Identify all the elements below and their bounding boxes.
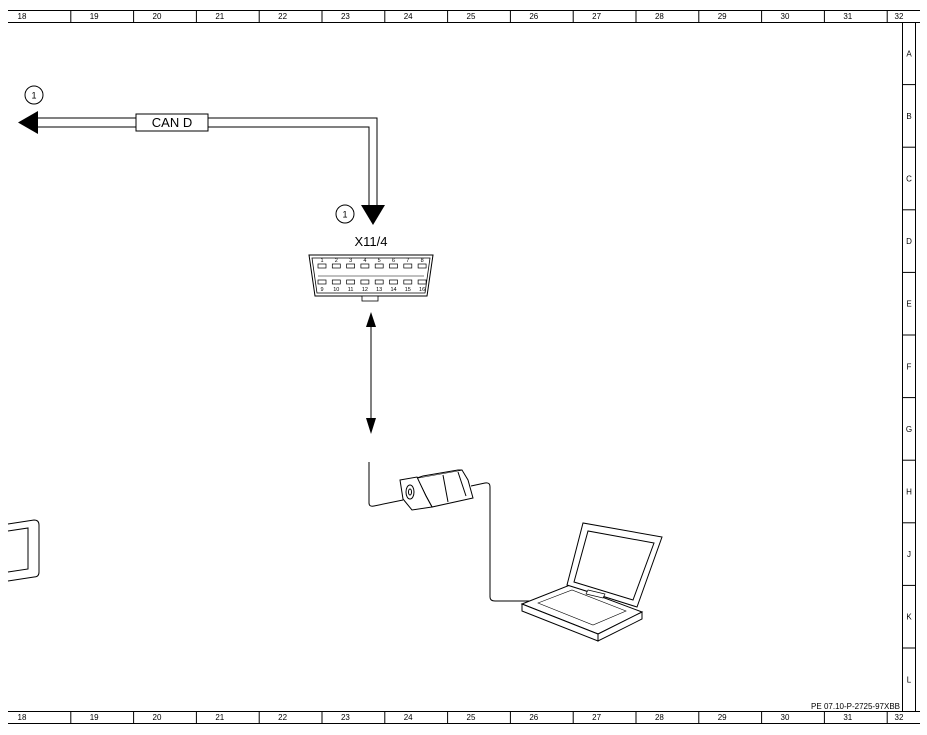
column-label: 20 — [153, 713, 162, 722]
connector-pin — [403, 279, 413, 285]
can-d-bus-line — [38, 117, 378, 205]
diagnostic-cable — [368, 462, 530, 602]
pin-number: 4 — [363, 258, 366, 264]
pin-number: 7 — [406, 258, 409, 264]
column-label: 30 — [781, 12, 790, 21]
connector-pin — [346, 263, 355, 269]
row-label: H — [906, 488, 912, 497]
laptop-icon — [520, 522, 663, 642]
pin-number: 2 — [335, 258, 338, 264]
column-label: 29 — [718, 12, 727, 21]
connector-pin-row-bottom: 9 10 11 12 13 14 15 16 — [317, 279, 427, 293]
pin-number: 11 — [348, 287, 354, 293]
row-label: B — [906, 112, 911, 121]
column-label: 25 — [467, 12, 476, 21]
column-label: 18 — [18, 713, 27, 722]
row-label: A — [906, 49, 912, 58]
column-label: 27 — [592, 12, 601, 21]
pin-number: 16 — [419, 287, 425, 293]
row-label: G — [906, 425, 912, 434]
connector-pin — [374, 263, 384, 269]
top-column-ruler: 18 19 20 21 22 23 24 25 26 27 28 29 30 31 32 — [18, 10, 904, 22]
bidirectional-link — [366, 312, 376, 434]
column-label: 32 — [895, 713, 904, 722]
connector-pin-row-top: 1 2 3 4 5 6 7 8 — [317, 258, 427, 269]
pin-number: 5 — [378, 258, 381, 264]
can-d-label-box — [135, 113, 209, 132]
right-row-ruler: A B C D E F G H J K L — [902, 49, 915, 684]
connector-pin — [317, 279, 327, 285]
bottom-column-ruler: 18 19 20 21 22 23 24 25 26 27 28 29 30 31 32 — [18, 711, 904, 723]
column-label: 18 — [18, 12, 27, 21]
column-label: 19 — [90, 713, 99, 722]
connector-pin — [403, 263, 413, 269]
connector-pin — [317, 263, 327, 269]
column-label: 28 — [655, 12, 664, 21]
pin-number: 13 — [376, 287, 382, 293]
frame — [8, 10, 920, 724]
ref-marker-1: 1 — [31, 91, 36, 101]
pin-number: 14 — [390, 287, 396, 293]
pin-number: 15 — [405, 287, 411, 293]
row-label: K — [906, 613, 912, 622]
row-label: F — [907, 362, 912, 371]
column-label: 29 — [718, 713, 727, 722]
row-label: J — [907, 550, 911, 559]
row-label: L — [907, 675, 912, 684]
left-arrow-icon — [18, 111, 38, 134]
connector-pin — [360, 263, 370, 269]
connector-pin — [374, 279, 384, 285]
ref-marker-2: 1 — [342, 210, 347, 220]
connector-pin — [331, 263, 341, 269]
column-label: 24 — [404, 713, 413, 722]
column-label: 26 — [529, 12, 538, 21]
column-label: 26 — [529, 713, 538, 722]
partial-component-left-edge — [7, 519, 40, 582]
column-label: 31 — [843, 713, 852, 722]
pin-number: 1 — [320, 258, 323, 264]
pin-number: 3 — [349, 258, 352, 264]
column-label: 23 — [341, 12, 350, 21]
column-label: 28 — [655, 713, 664, 722]
column-label: 23 — [341, 713, 350, 722]
pin-number: 12 — [362, 287, 368, 293]
column-label: 21 — [215, 12, 224, 21]
connector-pin — [346, 279, 355, 285]
row-label: E — [906, 300, 911, 309]
connector-pin — [331, 279, 341, 285]
column-label: 24 — [404, 12, 413, 21]
connector-pin — [389, 279, 398, 285]
interface-adapter-icon — [399, 469, 474, 511]
connector-pin — [389, 263, 398, 269]
column-label: 21 — [215, 713, 224, 722]
column-label: 27 — [592, 713, 601, 722]
column-label: 20 — [153, 12, 162, 21]
column-label: 31 — [843, 12, 852, 21]
down-arrow-small-icon — [366, 418, 376, 434]
connector-pin — [417, 263, 427, 269]
pin-number: 10 — [333, 287, 339, 293]
document-id: PE 07.10-P-2725-97XBB — [811, 702, 900, 711]
pin-number: 9 — [320, 287, 323, 293]
column-label: 22 — [278, 713, 287, 722]
ref-marker-circle-2 — [335, 204, 355, 224]
column-label: 30 — [781, 713, 790, 722]
column-label: 25 — [467, 713, 476, 722]
row-label: D — [906, 237, 912, 246]
up-arrow-icon — [366, 312, 376, 327]
column-label: 22 — [278, 12, 287, 21]
ref-marker-circle-1 — [24, 85, 44, 105]
can-d-label: CAN D — [152, 115, 192, 130]
column-label: 19 — [90, 12, 99, 21]
connector-pin — [417, 279, 427, 285]
connector-label: X11/4 — [354, 234, 387, 249]
row-label: C — [906, 175, 912, 184]
column-label: 32 — [895, 12, 904, 21]
down-arrow-icon — [361, 205, 385, 225]
pin-number: 6 — [392, 258, 395, 264]
pin-number: 8 — [421, 258, 424, 264]
connector-pin — [360, 279, 370, 285]
